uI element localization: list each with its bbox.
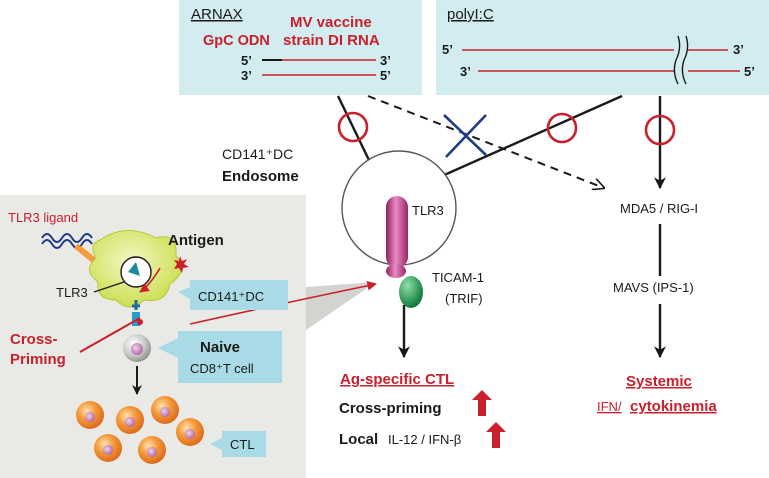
ligand-rna-icon <box>41 233 93 243</box>
allowed-circle-3 <box>644 114 676 146</box>
tlr3-ligand-label: TLR3 ligand <box>8 210 78 225</box>
cross-label: Cross- <box>10 331 58 348</box>
polyic-5prime-bot: 5’ <box>744 64 755 79</box>
polyic-3prime-bot: 3’ <box>460 64 471 79</box>
naive-label: Naive <box>200 339 240 356</box>
arnax-title: ARNAX <box>191 6 243 23</box>
arnax-box: ARNAX GpC ODN MV vaccine strain DI RNA 5… <box>179 0 422 95</box>
polyic-5prime-top: 5’ <box>442 42 453 57</box>
mda5-label: MDA5 / RIG-I <box>620 201 698 216</box>
tlr3-neck <box>386 264 406 278</box>
il12-ifnb-label: IL-12 / IFN-β <box>388 432 461 447</box>
ag-specific-ctl-label: Ag-specific CTL <box>340 371 454 388</box>
mavs-label: MAVS (IPS-1) <box>613 280 694 295</box>
ticam1-adaptor <box>399 276 423 308</box>
allowed-circle-2 <box>546 112 578 144</box>
ctl-label: CTL <box>230 437 255 452</box>
priming-label: Priming <box>10 351 66 368</box>
local-up-arrow <box>486 422 506 448</box>
inset-cd141-label: CD141⁺DC <box>198 289 264 304</box>
mv-vaccine-label: MV vaccine <box>290 14 372 31</box>
inset-tlr3-label: TLR3 <box>56 285 88 300</box>
di-rna-label: strain DI RNA <box>283 32 380 49</box>
arnax-3prime-bot: 3’ <box>241 68 252 83</box>
blocked-x-mark <box>443 114 487 158</box>
naive-box <box>178 331 282 383</box>
cd8-t-cell-label: CD8⁺T cell <box>190 361 254 376</box>
ifn-label: IFN/ <box>597 399 622 414</box>
systemic-label: Systemic <box>626 373 692 390</box>
polyic-3prime-top: 3’ <box>733 42 744 57</box>
arnax-3prime-top: 3’ <box>380 53 391 68</box>
tlr3-receptor <box>386 196 408 268</box>
cross-priming-up-arrow <box>472 390 492 416</box>
polyic-title: polyI:C <box>447 6 494 23</box>
ticam1-label: TICAM-1 <box>432 270 484 285</box>
cross-priming-outcome: Cross-priming <box>339 400 442 417</box>
break-mark-right <box>681 35 689 85</box>
inset-tlr3-icon <box>128 262 140 276</box>
inset-tlr3-leader <box>93 281 125 293</box>
inset-callout-pointer <box>306 282 376 330</box>
tcr-icon <box>132 312 140 326</box>
arnax-5prime-bot: 5’ <box>380 68 391 83</box>
cd141-dc-label: CD141⁺DC <box>222 146 293 162</box>
cross-priming-leader <box>79 317 141 353</box>
local-label: Local <box>339 431 378 448</box>
ctl-cell-cluster <box>76 396 204 464</box>
trif-label: (TRIF) <box>445 291 483 306</box>
allowed-circle-1 <box>337 111 369 143</box>
ctl-box <box>222 431 266 457</box>
arnax-5prime-top: 5’ <box>241 53 252 68</box>
break-mark-left <box>673 35 681 85</box>
antigen-uptake-arrow <box>139 267 161 293</box>
polyic-to-tlr3-arrow <box>413 94 623 190</box>
arnax-to-mda5-dashed-arrow <box>367 95 604 188</box>
tlr3-label: TLR3 <box>412 203 444 218</box>
endosome-label: Endosome <box>222 168 299 185</box>
cytokinemia-label: cytokinemia <box>630 398 717 415</box>
polyic-box: polyI:C 5’ 3’ 3’ 5’ <box>436 0 769 95</box>
gpc-odn-label: GpC ODN <box>203 33 270 49</box>
antigen-label: Antigen <box>168 232 224 249</box>
inset-cd141-box <box>190 280 288 310</box>
antigen-icon <box>174 256 189 273</box>
